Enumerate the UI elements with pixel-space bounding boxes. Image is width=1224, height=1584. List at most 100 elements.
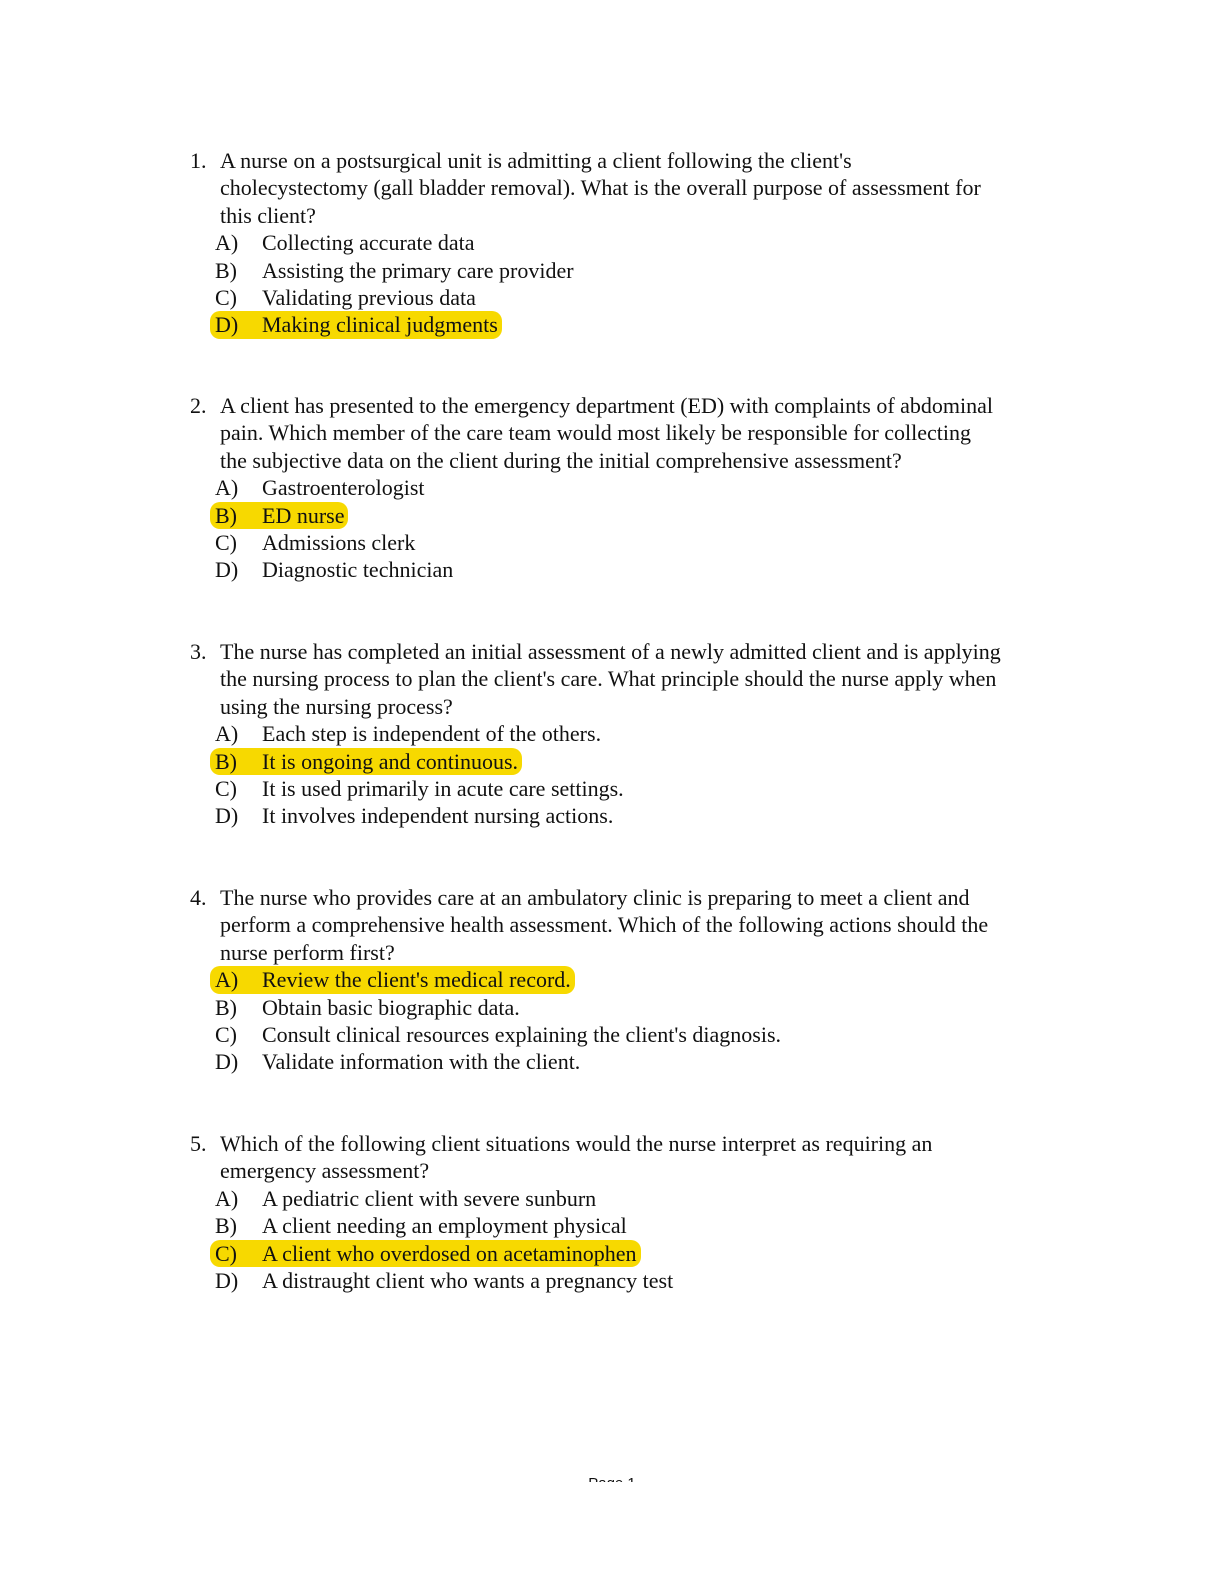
question-text-line: The nurse has completed an initial asses… xyxy=(220,639,1001,664)
option-text: Obtain basic biographic data. xyxy=(262,994,520,1020)
option-letter: D) xyxy=(215,312,239,338)
option-content: A) Collecting accurate data xyxy=(210,229,479,256)
option-letter: C) xyxy=(215,776,237,801)
option-text: A client needing an employment physical xyxy=(262,1213,627,1239)
option-text: Diagnostic technician xyxy=(262,557,454,583)
option-content: A) Review the client's medical record. xyxy=(210,966,575,994)
question-5: 5. Which of the following client situatio… xyxy=(190,1130,1090,1294)
option-text: Validating previous data xyxy=(262,285,476,310)
page-footer: Page 1 xyxy=(0,1472,1224,1482)
option-letter: C) xyxy=(215,530,237,555)
option-content: A) A pediatric client with severe sunburn xyxy=(210,1185,600,1212)
option-content: D) Diagnostic technician xyxy=(210,556,457,583)
option-letter: D) xyxy=(215,1267,239,1293)
option-letter: A) xyxy=(215,967,239,993)
question-text-line: perform a comprehensive health assessmen… xyxy=(220,912,989,938)
question-text-line: A nurse on a postsurgical unit is admitt… xyxy=(220,148,852,173)
option-content: D)Validate information with the client. xyxy=(210,1048,584,1075)
question-2: 2. A client has presented to the emergenc… xyxy=(190,392,1090,584)
option-letter: D) xyxy=(215,803,239,829)
question-number: 4. xyxy=(190,885,207,910)
question-text-line: Which of the following client situations… xyxy=(220,1131,933,1156)
option-content: C)Consult clinical resources explaining … xyxy=(210,1021,785,1048)
option-text: It is ongoing and continuous. xyxy=(262,748,519,774)
option-content: C) Validating previous data xyxy=(210,284,480,311)
option-text: Each step is independent of the others. xyxy=(262,721,602,747)
question-3: 3. The nurse has completed an initial ass… xyxy=(190,638,1090,830)
option-letter: B) xyxy=(215,257,237,283)
option-text: Making clinical judgments xyxy=(262,312,498,338)
answer-option: A) A pediatric client with severe sunburn xyxy=(215,1185,1090,1212)
answer-option: D)Validate information with the client. xyxy=(215,1048,1090,1075)
answer-option: A) Each step is independent of the others… xyxy=(215,720,1090,747)
option-text: Gastroenterologist xyxy=(262,475,425,501)
option-text: Admissions clerk xyxy=(262,530,416,555)
option-content: B) ED nurse xyxy=(210,501,349,530)
option-text: It involves independent nursing actions. xyxy=(262,803,614,829)
answer-option: B) Obtain basic biographic data. xyxy=(215,994,1090,1021)
option-content: B) Obtain basic biographic data. xyxy=(210,994,524,1021)
question-text-line: using the nursing process? xyxy=(220,693,453,719)
option-letter: B) xyxy=(215,1213,237,1239)
option-letter: C) xyxy=(215,285,237,310)
question-text-line: cholecystectomy (gall bladder removal). … xyxy=(220,175,981,201)
question-text-line: nurse perform first? xyxy=(220,939,395,965)
question-text-line: pain. Which member of the care team woul… xyxy=(220,420,972,446)
question-text-line: A client has presented to the emergency … xyxy=(220,393,994,418)
option-content: C) A client who overdosed on acetaminophe… xyxy=(210,1239,641,1267)
answer-option: C) Validating previous data xyxy=(215,284,1090,311)
answer-option: D) Diagnostic technician xyxy=(215,556,1090,583)
option-content: C) It is used primarily in acute care set… xyxy=(210,775,628,802)
option-text: A client who overdosed on acetaminophen xyxy=(262,1240,637,1266)
answer-option: B) A client needing an employment physica… xyxy=(215,1212,1090,1239)
answer-option-highlighted: C) A client who overdosed on acetaminophe… xyxy=(210,1239,1090,1267)
option-letter: A) xyxy=(215,721,239,747)
option-letter: B) xyxy=(215,994,237,1020)
answer-option: A) Collecting accurate data xyxy=(215,229,1090,256)
question-4: 4. The nurse who provides care at an ambu… xyxy=(190,884,1090,1076)
option-letter: B) xyxy=(215,502,237,528)
option-text: ED nurse xyxy=(262,502,345,528)
answer-option: C) It is used primarily in acute care set… xyxy=(215,775,1090,802)
option-letter: A) xyxy=(215,1185,239,1211)
question-number: 3. xyxy=(190,639,207,664)
option-content: D) It involves independent nursing action… xyxy=(210,802,617,829)
option-text: Review the client's medical record. xyxy=(262,967,571,993)
option-text: A pediatric client with severe sunburn xyxy=(262,1185,597,1211)
question-text-line: the subjective data on the client during… xyxy=(220,447,902,473)
answer-option: D) It involves independent nursing action… xyxy=(215,802,1090,829)
option-letter: C) xyxy=(215,1022,237,1047)
option-text: Assisting the primary care provider xyxy=(262,257,574,283)
option-letter: C) xyxy=(215,1240,237,1266)
answer-option: A) Gastroenterologist xyxy=(215,474,1090,501)
option-content: D) A distraught client who wants a pregna… xyxy=(210,1267,677,1294)
question-text-line: The nurse who provides care at an ambula… xyxy=(220,885,970,910)
option-text: Collecting accurate data xyxy=(262,230,475,256)
option-content: B) It is ongoing and continuous. xyxy=(210,747,523,776)
answer-option: C) Admissions clerk xyxy=(215,529,1090,556)
option-content: B) A client needing an employment physica… xyxy=(210,1212,631,1239)
option-letter: D) xyxy=(215,1049,239,1075)
answer-option-highlighted: A) Review the client's medical record. xyxy=(210,966,1090,994)
option-content: A) Each step is independent of the others… xyxy=(210,720,605,747)
option-content: C) Admissions clerk xyxy=(210,529,419,556)
option-text: It is used primarily in acute care setti… xyxy=(262,776,624,801)
option-letter: A) xyxy=(215,475,239,501)
option-letter: D) xyxy=(215,557,239,583)
option-letter: A) xyxy=(215,230,239,256)
question-number: 1. xyxy=(190,148,207,173)
option-content: B) Assisting the primary care provider xyxy=(210,257,578,284)
question-text-line: emergency assessment? xyxy=(220,1158,430,1184)
question-text-line: this client? xyxy=(220,202,316,228)
question-1: 1. A nurse on a postsurgical unit is admi… xyxy=(190,147,1090,339)
option-text: A distraught client who wants a pregnanc… xyxy=(262,1267,674,1293)
answer-option: C)Consult clinical resources explaining … xyxy=(215,1021,1090,1048)
question-number: 5. xyxy=(190,1131,207,1156)
question-number: 2. xyxy=(190,393,207,418)
answer-option: B) Assisting the primary care provider xyxy=(215,257,1090,284)
question-text-line: the nursing process to plan the client's… xyxy=(220,666,997,692)
answer-option-highlighted: B) ED nurse xyxy=(210,501,1090,530)
option-letter: B) xyxy=(215,748,237,774)
answer-option: D) A distraught client who wants a pregna… xyxy=(215,1267,1090,1294)
option-content: A) Gastroenterologist xyxy=(210,474,429,501)
